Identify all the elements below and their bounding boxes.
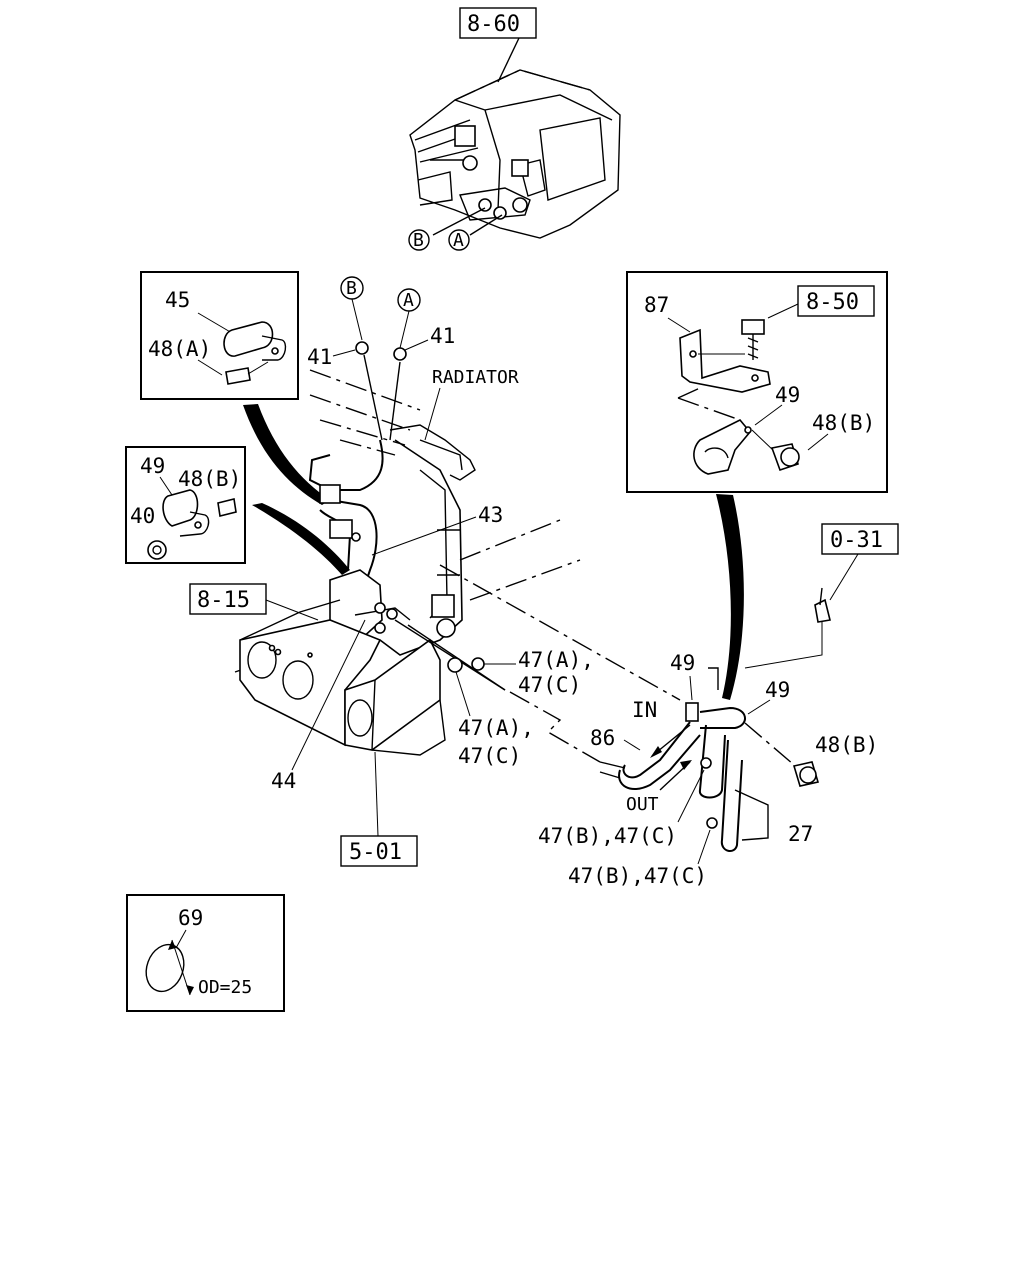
label-47bc-upper: 47(B),47(C) [538, 824, 677, 848]
label-87: 87 [644, 293, 669, 317]
ref-5-01[interactable]: 5-01 [349, 840, 402, 865]
hose-connections: B A 41 41 [307, 276, 455, 441]
label-47a-upper: 47(A), [518, 648, 594, 672]
label-41-right: 41 [430, 324, 455, 348]
circle-b-label: B [346, 278, 357, 299]
label-41-left: 41 [307, 345, 332, 369]
inset-box-49: 49 48(B) 40 [125, 446, 246, 564]
label-47bc-lower: 47(B),47(C) [568, 864, 707, 888]
circle-a-label-top: A [453, 230, 464, 251]
label-44: 44 [271, 769, 296, 793]
label-in: IN [632, 698, 657, 722]
label-40: 40 [130, 504, 155, 528]
label-49-right-b: 49 [765, 678, 790, 702]
label-49-inset: 49 [140, 454, 165, 478]
label-out: OUT [626, 794, 659, 815]
label-radiator: RADIATOR [432, 367, 519, 388]
label-69: 69 [178, 906, 203, 930]
label-49-right-a: 49 [670, 651, 695, 675]
label-47c-lower: 47(C) [458, 744, 521, 768]
label-od: OD=25 [198, 977, 252, 998]
label-48b-box87: 48(B) [812, 411, 875, 435]
ref-0-31[interactable]: 0-31 [830, 528, 883, 553]
label-43: 43 [478, 503, 503, 527]
label-48b-right: 48(B) [815, 733, 878, 757]
label-47a-lower: 47(A), [458, 716, 534, 740]
ref-8-15[interactable]: 8-15 [197, 588, 250, 613]
clamps-47-middle: 47(A), 47(C) 47(A), 47(C) [439, 564, 681, 768]
ref-8-50[interactable]: 8-50 [806, 290, 859, 315]
circle-b-label-top: B [413, 230, 424, 251]
heater-unit-drawing: 8-60 B A [408, 7, 621, 251]
leader-arrow-45 [243, 404, 330, 505]
radiator-drawing: RADIATOR 43 [308, 367, 581, 656]
label-48b-inset: 48(B) [178, 467, 241, 491]
inset-box-69: 69 OD=25 [126, 894, 285, 1012]
inset-box-87: 87 8-50 49 48(B) [626, 271, 888, 493]
right-assembly: 0-31 49 49 48(B) IN 86 OUT 47(B),47(C) [538, 523, 899, 888]
label-27: 27 [788, 822, 813, 846]
leader-arrow-49 [252, 503, 350, 575]
inset-box-45: 45 48(A) [140, 271, 299, 400]
label-47c-upper: 47(C) [518, 673, 581, 697]
label-86: 86 [590, 726, 615, 750]
label-48a-inset: 48(A) [148, 337, 211, 361]
circle-a-label: A [403, 290, 414, 311]
frame-drawing: 8-15 44 5-01 [189, 569, 506, 867]
label-49-box87: 49 [775, 383, 800, 407]
leader-arrow-87 [716, 494, 744, 700]
label-45: 45 [165, 288, 190, 312]
ref-8-60[interactable]: 8-60 [467, 12, 520, 37]
